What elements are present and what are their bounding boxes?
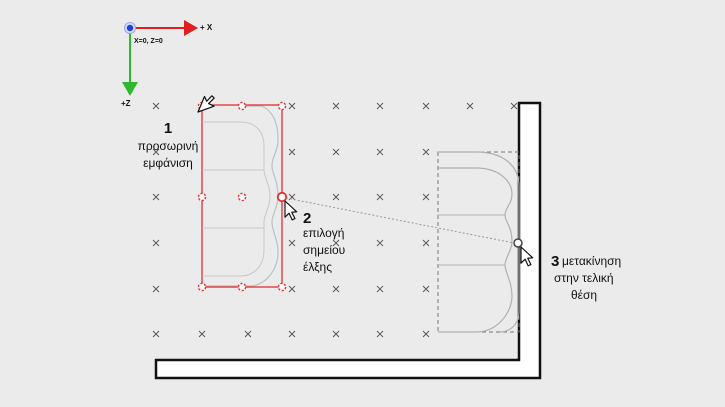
resize-handle[interactable] (237, 282, 247, 292)
drag-guide-line (285, 197, 515, 244)
origin-point-core (126, 24, 134, 32)
snap-point-final (513, 238, 523, 248)
grid-mark (332, 102, 340, 110)
step-2-label: 2 επιλογή σημείου έλξης (303, 210, 373, 276)
step-text-line: θέση (571, 288, 598, 302)
x-axis-label: + X (200, 23, 213, 32)
grid-mark (152, 148, 160, 156)
grid-mark (332, 285, 340, 293)
resize-handle[interactable] (237, 101, 247, 111)
grid-mark (422, 148, 430, 156)
grid-mark (288, 239, 296, 247)
step-3-label: 3 μετακίνηση στην τελική θέση (551, 253, 661, 304)
room-wall (154, 101, 542, 380)
grid-mark (152, 239, 160, 247)
grid-mark (288, 148, 296, 156)
grid-mark (198, 330, 206, 338)
step-text-line: στην τελική (554, 271, 614, 285)
preview-handles (197, 101, 287, 292)
grid-mark (376, 239, 384, 247)
step-text-line: επιλογή (303, 226, 345, 240)
sofa-final (437, 151, 520, 333)
step-number: 1 (163, 120, 173, 137)
step-text-line: μετακίνηση (562, 254, 622, 268)
grid-mark (288, 330, 296, 338)
origin-label: X=0, Z=0 (134, 38, 163, 45)
grid-mark (244, 330, 252, 338)
cursor-arrow-icon (520, 246, 534, 267)
grid-mark (288, 285, 296, 293)
resize-handle[interactable] (197, 282, 207, 292)
grid-mark (152, 330, 160, 338)
grid-mark (466, 102, 474, 110)
grid-mark (332, 239, 340, 247)
grid-mark (152, 102, 160, 110)
step-number: 3 (551, 253, 560, 270)
grid-mark (376, 102, 384, 110)
resize-handle[interactable] (277, 101, 287, 111)
grid-mark (422, 239, 430, 247)
cursor-arrow-icon (197, 95, 215, 113)
grid-mark (422, 330, 430, 338)
grid-mark (152, 285, 160, 293)
step-text-line: σημείου (303, 243, 346, 257)
grid-mark (332, 330, 340, 338)
sofa-preview (197, 101, 287, 292)
grid-mark (288, 102, 296, 110)
grid-mark (152, 193, 160, 201)
grid-mark (332, 148, 340, 156)
resize-handle[interactable] (237, 192, 247, 202)
grid-mark (510, 102, 518, 110)
grid-mark (376, 193, 384, 201)
step-1-label: 1 προσωρινή εμφάνιση (128, 120, 208, 172)
step-text-line: εμφάνιση (143, 156, 193, 170)
step-text-line: έλξης (303, 260, 332, 274)
step-text-line: προσωρινή (137, 139, 199, 153)
snap-point-preview (276, 191, 288, 203)
grid-mark (422, 193, 430, 201)
grid-mark (422, 285, 430, 293)
cursor-arrow-icon (284, 200, 298, 221)
grid-marks (152, 102, 518, 338)
grid-mark (376, 285, 384, 293)
grid-mark (376, 330, 384, 338)
z-axis-label: +Z (121, 99, 131, 108)
grid-mark (332, 193, 340, 201)
grid-mark (376, 148, 384, 156)
resize-handle[interactable] (277, 282, 287, 292)
resize-handle[interactable] (197, 192, 207, 202)
grid-mark (422, 102, 430, 110)
step-number: 2 (303, 210, 312, 227)
